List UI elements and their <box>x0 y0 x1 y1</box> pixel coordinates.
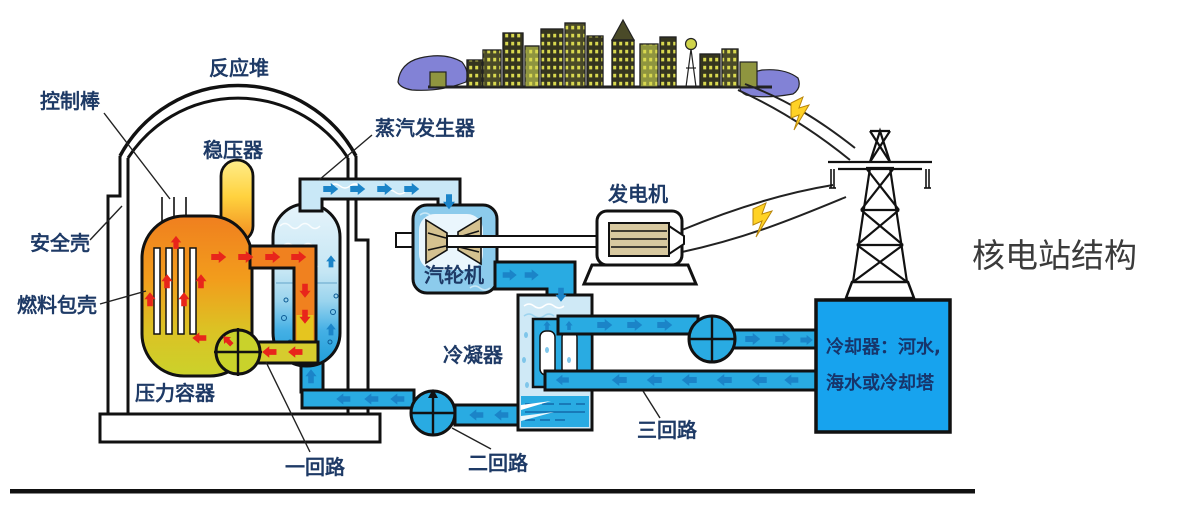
label-steam-generator: 蒸汽发生器 <box>375 116 476 140</box>
cooler-box <box>814 298 952 434</box>
lightning-bolt-icon <box>752 202 774 238</box>
label-tertiary-loop: 三回路 <box>637 418 698 442</box>
label-secondary-loop: 二回路 <box>468 451 529 475</box>
primary-loop-pipes <box>214 244 320 376</box>
label-condenser: 冷凝器 <box>443 343 504 367</box>
transmission-tower <box>828 127 932 300</box>
label-reactor: 反应堆 <box>209 56 269 80</box>
feedwater-pipes <box>300 388 520 437</box>
power-lines <box>681 83 856 253</box>
tertiary-pump <box>687 314 737 364</box>
page-title: 核电站结构 <box>972 236 1137 275</box>
label-cooler-line2: 海水或冷却塔 <box>826 372 935 394</box>
turbine-shaft <box>446 235 602 248</box>
turbine-unit <box>395 203 499 295</box>
insulators <box>829 169 931 189</box>
condenser-droplets <box>522 332 529 388</box>
containment-building <box>98 83 382 444</box>
city-buildings <box>429 18 758 88</box>
diagram-labels: 反应堆 控制棒 稳压器 蒸汽发生器 安全壳 燃料包壳 压力容器 一回路 汽轮机 … <box>17 56 1137 479</box>
label-cooler-line1: 冷却器：河水, <box>826 336 941 358</box>
label-generator: 发电机 <box>607 182 668 206</box>
label-pointer-lines <box>89 112 661 453</box>
label-pressure-vessel: 压力容器 <box>135 381 216 405</box>
label-turbine: 汽轮机 <box>424 263 484 287</box>
city-skyline <box>397 18 800 98</box>
label-fuel-cladding: 燃料包壳 <box>17 293 97 317</box>
label-containment: 安全壳 <box>30 231 90 255</box>
baseline-rule <box>10 489 975 494</box>
needle-tower <box>684 37 698 88</box>
generator-unit <box>581 209 699 286</box>
lightning-bolt-icon <box>790 95 811 131</box>
secondary-pump <box>409 389 457 437</box>
label-primary-loop: 一回路 <box>285 455 346 479</box>
fuel-rods <box>153 247 197 335</box>
label-pressurizer: 稳压器 <box>203 138 264 162</box>
label-control-rods: 控制棒 <box>40 89 101 113</box>
